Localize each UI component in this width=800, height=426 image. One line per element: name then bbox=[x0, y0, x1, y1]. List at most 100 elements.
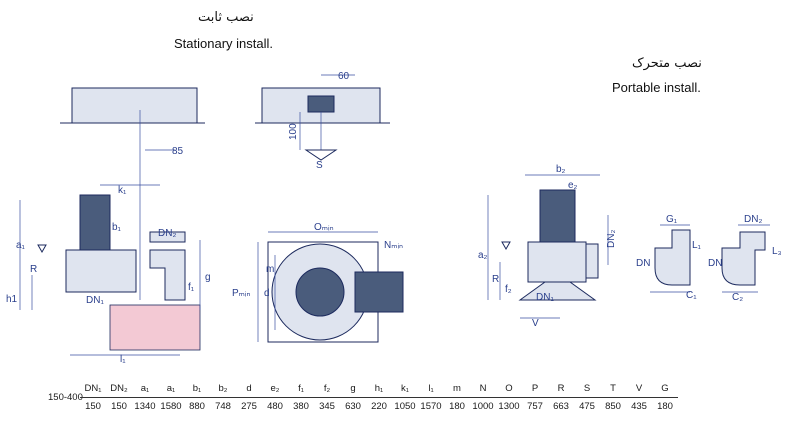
spec-value-cell: 850 bbox=[605, 401, 621, 412]
spec-value-cell: 880 bbox=[189, 401, 205, 412]
spec-header-cell: m bbox=[444, 380, 470, 398]
label-f2: f₂ bbox=[505, 284, 512, 295]
label-dn-2: DN bbox=[708, 258, 722, 269]
spec-header-cell: f₂ bbox=[314, 380, 340, 398]
spec-header-cell: P bbox=[522, 380, 548, 398]
spec-header-cell: O bbox=[496, 380, 522, 398]
label-60: 60 bbox=[338, 71, 350, 82]
spec-header-cell: h₁ bbox=[366, 380, 392, 398]
spec-value-cell: 345 bbox=[319, 401, 335, 412]
portable-stand bbox=[518, 281, 597, 301]
spec-value-cell: 275 bbox=[241, 401, 257, 412]
portable-motor bbox=[539, 189, 576, 246]
spec-value-cell: 1000 bbox=[472, 401, 494, 412]
spec-header-cell: a₁ bbox=[132, 380, 158, 398]
label-r: R bbox=[30, 264, 37, 275]
foundation bbox=[109, 304, 201, 351]
spec-value-cell: 757 bbox=[527, 401, 543, 412]
label-b1: b₁ bbox=[112, 222, 122, 233]
spec-value-cell: 180 bbox=[449, 401, 465, 412]
label-l1b: L₁ bbox=[692, 240, 702, 251]
label-pmin: Pₘᵢₙ bbox=[232, 288, 250, 299]
elbow-1 bbox=[654, 229, 691, 286]
pump-casing bbox=[65, 249, 137, 293]
spec-value-cell: 220 bbox=[371, 401, 387, 412]
label-a2: a₂ bbox=[478, 250, 488, 261]
spec-value-cell: 475 bbox=[579, 401, 595, 412]
water-level-icon bbox=[37, 244, 47, 254]
stationary-side-view bbox=[19, 87, 205, 356]
discharge-elbow bbox=[149, 249, 186, 301]
spec-value-cell: 1050 bbox=[394, 401, 416, 412]
portable-casing bbox=[527, 241, 587, 283]
spec-header-cell: T bbox=[600, 380, 626, 398]
stationary-top-view bbox=[257, 231, 404, 343]
motor-top bbox=[295, 267, 345, 317]
spec-header-cell: DN₁ bbox=[80, 380, 106, 398]
motor-body bbox=[79, 194, 111, 256]
label-nmin: Nₘᵢₙ bbox=[384, 240, 403, 251]
label-k1: k₁ bbox=[118, 185, 127, 196]
cover-slab bbox=[71, 87, 198, 124]
label-portable-dn1: DN₁ bbox=[536, 292, 554, 303]
label-c2: C₂ bbox=[732, 292, 743, 303]
elbow-2 bbox=[721, 231, 766, 286]
label-portable-r: R bbox=[492, 274, 499, 285]
spec-header-cell: f₁ bbox=[288, 380, 314, 398]
spec-value-cell: 150 bbox=[85, 401, 101, 412]
spec-header-cell: d bbox=[236, 380, 262, 398]
model-label: 150-400 bbox=[48, 392, 83, 403]
spec-header-cell: b₁ bbox=[184, 380, 210, 398]
discharge-top bbox=[354, 271, 404, 313]
portable-water-level-icon bbox=[501, 241, 511, 251]
spec-header-cell: R bbox=[548, 380, 574, 398]
spec-value-cell: 380 bbox=[293, 401, 309, 412]
bracket bbox=[307, 95, 335, 113]
label-f1: f₁ bbox=[188, 282, 195, 293]
label-dn1: DN₁ bbox=[86, 295, 104, 306]
label-g: g bbox=[205, 272, 211, 283]
label-l3: L₃ bbox=[772, 246, 782, 257]
portable-side-view bbox=[487, 174, 609, 319]
spec-value-cell: 435 bbox=[631, 401, 647, 412]
spec-header-cell: G bbox=[652, 380, 678, 398]
spec-header-cell: DN₂ bbox=[106, 380, 132, 398]
spec-value-cell: 1300 bbox=[498, 401, 520, 412]
spec-value-cell: 1580 bbox=[160, 401, 182, 412]
spec-value-cell: 180 bbox=[657, 401, 673, 412]
s-marker bbox=[304, 149, 338, 161]
spec-value-cell: 663 bbox=[553, 401, 569, 412]
spec-header-cell: b₂ bbox=[210, 380, 236, 398]
label-dn2: DN₂ bbox=[158, 228, 176, 239]
label-dn-1: DN bbox=[636, 258, 650, 269]
label-v: V bbox=[532, 318, 539, 329]
spec-value-cell: 1570 bbox=[420, 401, 442, 412]
spec-value-cell: 1340 bbox=[134, 401, 156, 412]
spec-value-cell: 480 bbox=[267, 401, 283, 412]
label-d: d bbox=[264, 288, 270, 299]
label-b2: b₂ bbox=[556, 164, 566, 175]
cover-detail-view bbox=[255, 74, 390, 161]
spec-header-cell: N bbox=[470, 380, 496, 398]
label-s: S bbox=[316, 160, 323, 171]
spec-header-cell: S bbox=[574, 380, 600, 398]
label-e2: e₂ bbox=[568, 180, 578, 191]
spec-header-cell: a₁ bbox=[158, 380, 184, 398]
label-g1: G₁ bbox=[666, 214, 678, 225]
elbow-details bbox=[650, 224, 770, 293]
portable-flange bbox=[585, 243, 599, 279]
spec-value-cell: 630 bbox=[345, 401, 361, 412]
label-dn2b: DN₂ bbox=[744, 214, 762, 225]
label-omin: Oₘᵢₙ bbox=[314, 222, 334, 233]
label-m: m bbox=[266, 264, 274, 275]
label-l1: l₁ bbox=[120, 354, 126, 365]
stationary-title-en: Stationary install. bbox=[174, 36, 273, 51]
label-c1: C₁ bbox=[686, 290, 697, 301]
spec-header-cell: e₂ bbox=[262, 380, 288, 398]
label-a1: a₁ bbox=[16, 240, 26, 251]
label-portable-dn2: DN₂ bbox=[606, 230, 617, 248]
spec-header-cell: g bbox=[340, 380, 366, 398]
